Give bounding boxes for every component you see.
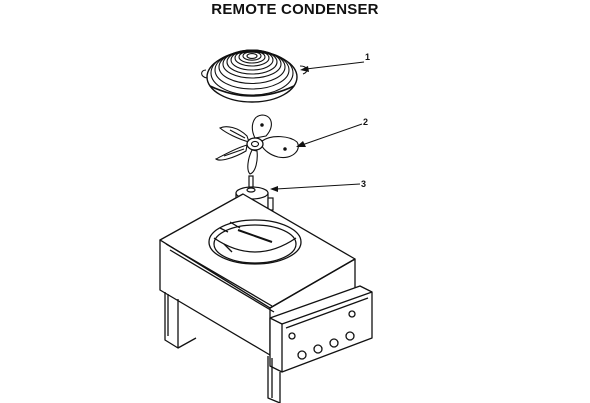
callout-3: 3	[270, 179, 366, 192]
callout-1: 1	[300, 52, 370, 72]
callout-number-3: 3	[361, 179, 366, 189]
callout-2: 2	[296, 117, 368, 147]
fan-blade-illustration	[214, 114, 299, 175]
fan-guard-illustration	[201, 49, 308, 103]
condenser-housing-illustration	[159, 193, 373, 403]
callout-number-2: 2	[363, 117, 368, 127]
diagram-title: REMOTE CONDENSER	[211, 1, 379, 18]
callout-number-1: 1	[365, 52, 370, 62]
